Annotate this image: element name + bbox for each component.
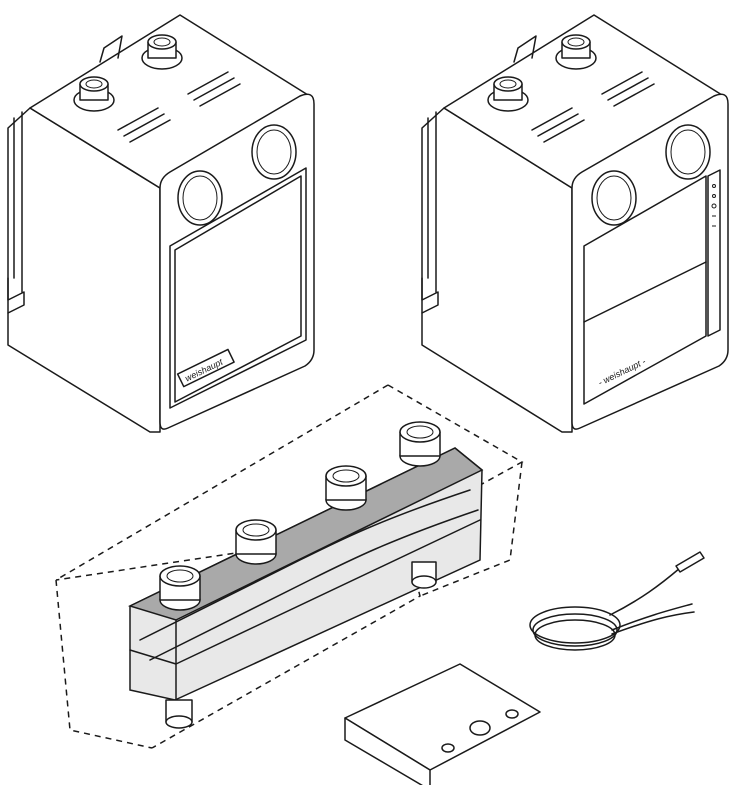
unit-left-port-circle-2 <box>251 124 297 180</box>
sensor-probe <box>675 551 705 573</box>
unit-right-fitting-2 <box>555 34 597 70</box>
unit-left-panel <box>169 167 307 409</box>
temperature-sensor-cable <box>529 551 705 651</box>
unit-left-fitting-2 <box>141 34 183 70</box>
unit-right-panel <box>583 175 707 405</box>
pump-unit-left: weishaupt <box>7 14 315 433</box>
pump-unit-right: - weishaupt - <box>421 14 729 433</box>
unit-left-port-circle-1 <box>177 170 223 226</box>
unit-right-fitting-1 <box>487 76 529 112</box>
manifold-bottom-connection-1 <box>165 699 193 729</box>
manifold-top-connection-2 <box>235 519 277 565</box>
manifold <box>127 421 484 729</box>
manifold-top-connection-4 <box>399 421 441 467</box>
unit-right-vent-slots <box>531 71 655 143</box>
unit-right-indicator-icons <box>711 184 717 227</box>
manifold-top-connection-3 <box>325 465 367 511</box>
unit-left-fitting-1 <box>73 76 115 112</box>
unit-right-port-circle-2 <box>665 124 711 180</box>
manifold-top-connection-1 <box>159 565 201 611</box>
unit-left-vent-slots <box>117 71 241 143</box>
unit-right-port-circle-1 <box>591 170 637 226</box>
manifold-bottom-connection-2 <box>411 561 437 589</box>
mounting-bracket <box>344 663 541 785</box>
unit-right-control-strip <box>707 169 721 337</box>
